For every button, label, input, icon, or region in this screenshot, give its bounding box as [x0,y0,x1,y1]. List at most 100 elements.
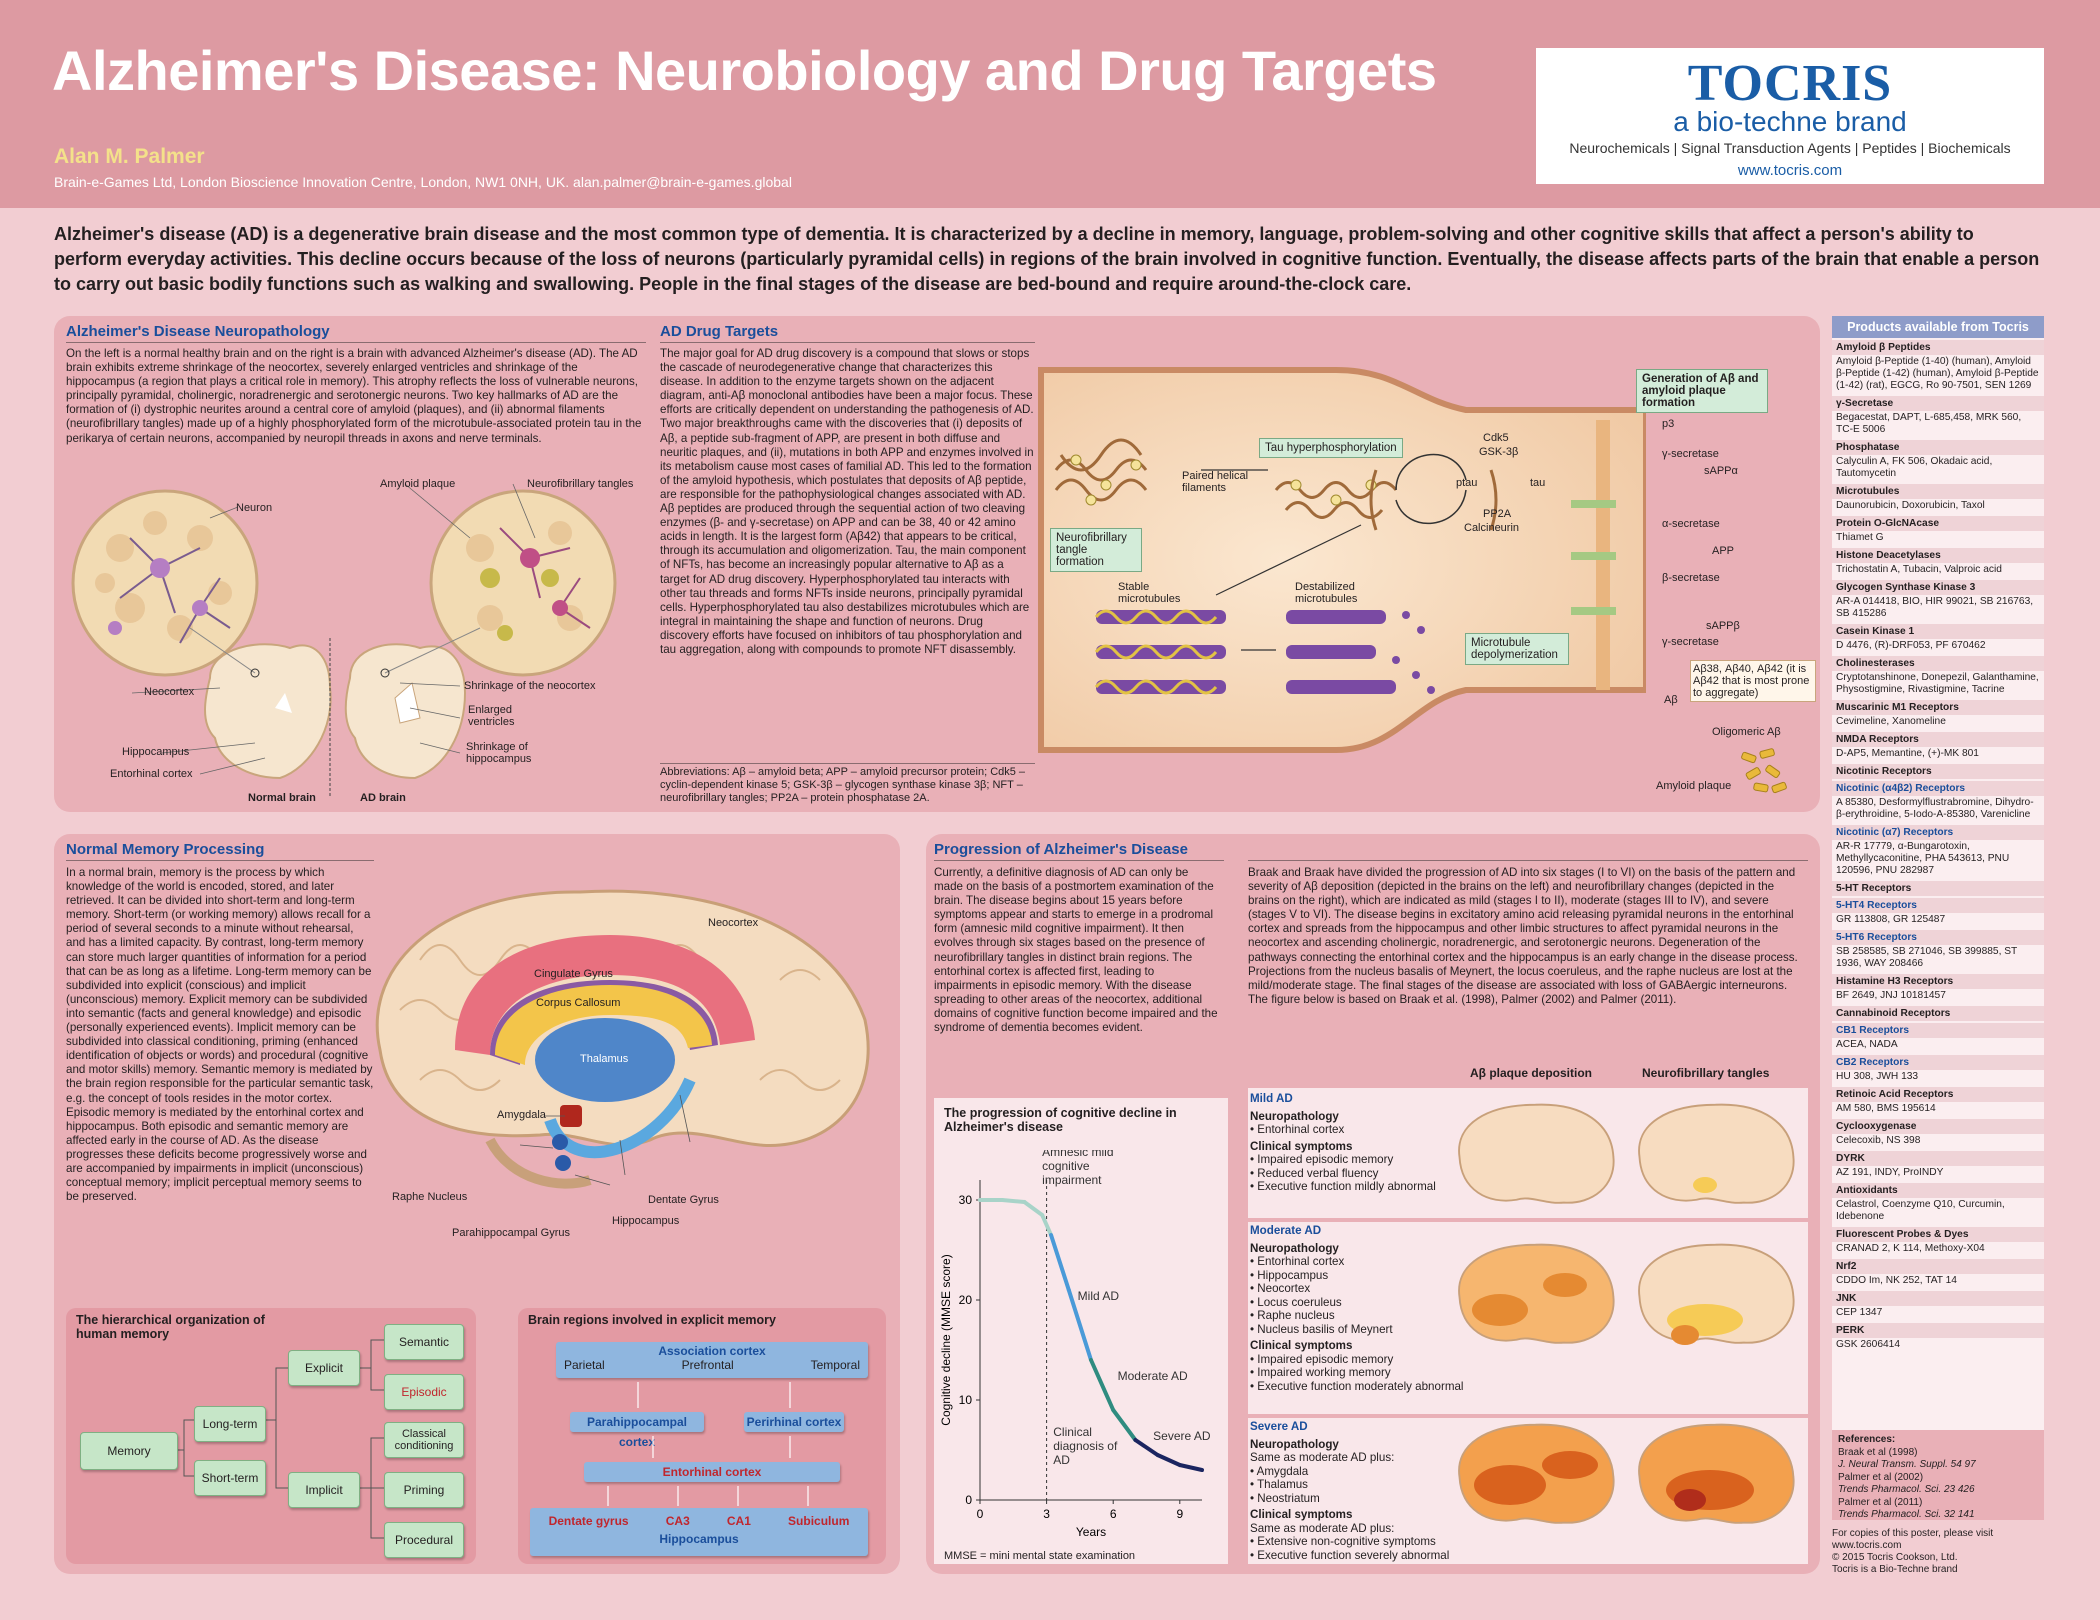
memory-text: In a normal brain, memory is the process… [66,866,374,1204]
sidebar-section-title: CB2 Receptors [1832,1055,2044,1070]
sidebar-section-items[interactable]: GR 113808, GR 125487 [1836,914,1946,925]
footer-copies[interactable]: For copies of this poster, please visit … [1832,1528,1994,1551]
footer-brand: Tocris is a Bio-Techne brand [1832,1564,1958,1575]
sidebar-section-items[interactable]: AR-A 014418, BIO, HIR 99021, SB 216763, … [1836,596,2034,619]
sidebar-section-items[interactable]: CEP 1347 [1836,1307,1883,1318]
chart-annotation: Mild AD [1078,1289,1120,1303]
logo-url[interactable]: www.tocris.com [1737,162,1843,179]
sidebar-section-items[interactable]: SB 258585, SB 271046, SB 399885, ST 1936… [1836,946,2018,969]
moderate-plaque-brain [1458,1243,1615,1344]
stage-line: • Locus coeruleus [1250,1295,1342,1309]
sidebar-section-items[interactable]: Calyculin A, FK 506, Okadaic acid, Tauto… [1836,456,1993,479]
sidebar-section-items[interactable]: AR-R 17779, α-Bungarotoxin, Methyllycaco… [1836,841,2010,876]
sidebar-section-items[interactable]: ACEA, NADA [1836,1039,1898,1050]
assoc-cortex-label: Association cortex [658,1344,766,1358]
label-alpha: α-secretase [1662,518,1720,530]
brain-label-neocortex: Neocortex [708,917,759,929]
footer-copyright: © 2015 Tocris Cookson, Ltd. [1832,1552,1958,1563]
node-short-term: Short-term [194,1460,266,1496]
brain-label-corpus: Corpus Callosum [536,997,621,1009]
drug-targets-title: AD Drug Targets [660,323,779,340]
label-nft: Neurofibrillary tangles [527,478,634,490]
app-fragment [1571,552,1616,560]
sidebar-section-items[interactable]: Cryptotanshinone, Donepezil, Galanthamin… [1836,672,2039,695]
region-subiculum: Subiculum [788,1514,850,1528]
sidebar-section-items[interactable]: A 85380, Desformylflustrabromine, Dihydr… [1836,797,2034,820]
stage-line: • Nucleus basilis of Meynert [1250,1322,1393,1336]
sidebar-section-items[interactable]: Begacestat, DAPT, L-685,458, MRK 560, TC… [1836,412,2022,435]
region-dentate: Dentate gyrus [548,1514,629,1528]
sidebar-section-items[interactable]: HU 308, JWH 133 [1836,1071,1919,1082]
neuropathology-text: On the left is a normal healthy brain an… [66,347,642,445]
decline-line-segment [1155,1453,1182,1467]
ref-item: Trends Pharmacol. Sci. 23 426 [1838,1484,1975,1495]
label-amyloid-plaque: Amyloid plaque [380,478,456,490]
sidebar-section-items[interactable]: D 4476, (R)-DRF053, PF 670462 [1836,640,1986,651]
label-beta: β-secretase [1662,572,1720,584]
sidebar-section-title: Fluorescent Probes & Dyes [1832,1227,2044,1242]
logo-categories: Neurochemicals | Signal Transduction Age… [1569,140,2011,156]
sidebar-section-title: Protein O-GlcNAcase [1832,516,2044,531]
y-axis-title: Cognitive decline (MMSE score) [939,1254,953,1425]
sappb-fragment [1571,607,1616,615]
references-title: References: [1838,1434,1896,1445]
sidebar-section-items[interactable]: GSK 2606414 [1836,1339,1901,1350]
sidebar-section-items[interactable]: Cevimeline, Xanomeline [1836,716,1946,727]
sidebar-section-items[interactable]: BF 2649, JNJ 10181457 [1836,990,1946,1001]
sidebar-section-title: Cyclooxygenase [1832,1119,2044,1134]
label-enlarged-ventricles: Enlarged ventricles [468,704,515,728]
sidebar-section-items[interactable]: CDDO Im, NK 252, TAT 14 [1836,1275,1957,1286]
hierarchy-title: The hierarchical organization of human m… [76,1313,265,1341]
stage-line: Neuropathology [1250,1437,1339,1451]
assoc-cortex-bar: Association cortex Parietal Prefrontal T… [556,1342,868,1378]
leader-lines [131,483,536,775]
sidebar-section-title: Phosphatase [1832,440,2044,455]
sidebar-section-title: Cholinesterases [1832,656,2044,671]
label-app: APP [1712,545,1735,557]
sidebar-section-items[interactable]: Trichostatin A, Tubacin, Valproic acid [1836,564,2002,575]
sidebar-section-items[interactable]: AM 580, BMS 195614 [1836,1103,1936,1114]
node-explicit: Explicit [288,1350,360,1386]
author-affiliation: Brain-e-Games Ltd, London Bioscience Inn… [54,174,792,190]
tocris-logo[interactable]: TOCRIS a bio-techne brand Neurochemicals… [1536,48,2044,184]
sidebar-section-items[interactable]: Daunorubicin, Doxorubicin, Taxol [1836,500,1985,511]
sidebar-section-items[interactable]: CRANAD 2, K 114, Methoxy-X04 [1836,1243,1985,1254]
stage-line: • Raphe nucleus [1250,1309,1335,1322]
sidebar-section-items[interactable]: Celastrol, Coenzyme Q10, Curcumin, Idebe… [1836,1199,2005,1222]
sidebar-section-items[interactable]: D-AP5, Memantine, (+)-MK 801 [1836,748,1979,759]
references-box: References: Braak et al (1998) J. Neural… [1832,1430,2044,1520]
amygdala-shape [560,1105,582,1127]
x-tick-label: 6 [1110,1507,1117,1521]
y-tick-label: 10 [959,1393,973,1407]
label-p3: p3 [1662,418,1675,430]
tangle-neuron-body [520,548,540,568]
node-priming: Priming [384,1472,464,1508]
label-hippocampus: Hippocampus [122,746,190,758]
sidebar-section-items[interactable]: Thiamet G [1836,532,1884,543]
sidebar-section-title: γ-Secretase [1832,396,2044,411]
label-entorhinal: Entorhinal cortex [110,768,193,780]
label-neuron: Neuron [236,502,273,514]
region-temporal: Temporal [810,1358,860,1372]
sidebar-section-items[interactable]: AZ 191, INDY, ProINDY [1836,1167,1944,1178]
sidebar-section-title: 5-HT6 Receptors [1832,930,2044,945]
mild-tangle-brain [1638,1103,1795,1204]
y-tick-label: 20 [959,1293,973,1307]
cingulate-gyrus-shape [455,935,755,1055]
col-plaque-header: Aβ plaque deposition [1470,1066,1592,1080]
destabilized-microtubules [1286,610,1396,694]
node-procedural: Procedural [384,1522,464,1558]
neuropathology-rule [66,342,646,343]
stage-line: Mild AD [1250,1092,1293,1105]
sidebar-section-title: Nrf2 [1832,1259,2044,1274]
sappa-fragment [1571,500,1616,508]
sidebar-section-items[interactable]: Amyloid β-Peptide (1-40) (human), Amyloi… [1836,356,2039,391]
decline-line-segment [1089,1358,1116,1412]
sidebar-section-items[interactable]: Celecoxib, NS 398 [1836,1135,1921,1146]
